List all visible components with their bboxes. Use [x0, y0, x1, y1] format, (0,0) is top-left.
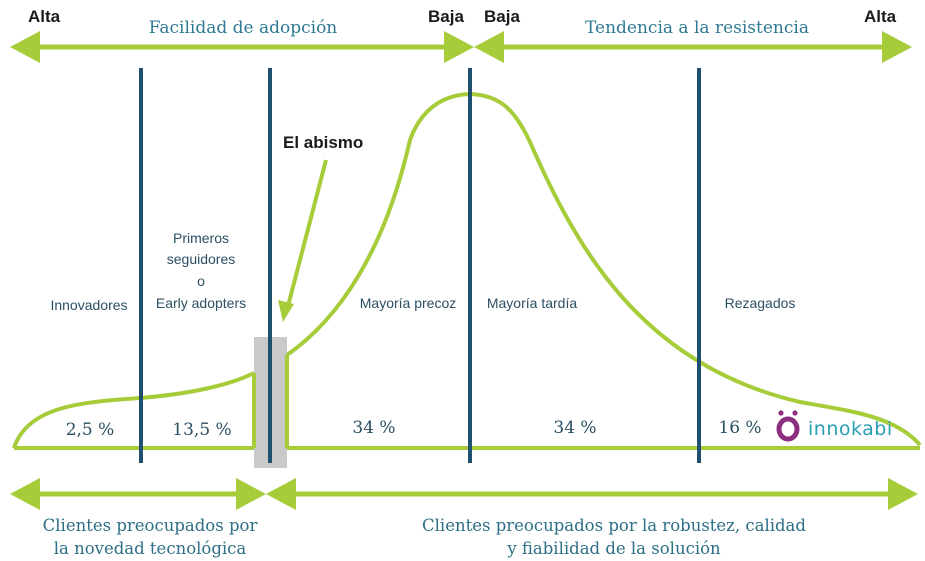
- segment-label-early-adopters-line1: Primeros: [173, 230, 229, 246]
- percent-innovators: 2,5 %: [66, 420, 115, 440]
- segment-label-laggards: Rezagados: [725, 295, 796, 311]
- segment-label-early-adopters-line3: o: [197, 273, 205, 289]
- bottom-left-text-line1: Clientes preocupados por: [43, 516, 258, 535]
- percent-laggards: 16 %: [718, 418, 761, 438]
- segment-label-late-majority: Mayoría tardía: [487, 295, 577, 311]
- bottom-left-arrow: [10, 478, 266, 510]
- bottom-right-text-line2: y fiabilidad de la solución: [506, 539, 721, 558]
- top-right-mid-label: Baja: [484, 7, 520, 26]
- top-left-arrow: [10, 31, 474, 63]
- top-right-end-label: Alta: [864, 7, 897, 26]
- chasm-label: El abismo: [283, 133, 363, 152]
- bottom-right-text-line1: Clientes preocupados por la robustez, ca…: [422, 516, 806, 535]
- segment-label-early-adopters-line4: Early adopters: [156, 295, 246, 311]
- ease-of-adoption-title: Facilidad de adopción: [149, 18, 338, 38]
- percent-late-majority: 34 %: [553, 418, 596, 438]
- top-left-mid-label: Baja: [428, 7, 464, 26]
- segment-label-early-adopters-line2: seguidores: [167, 251, 236, 267]
- percent-early-majority: 34 %: [352, 418, 395, 438]
- adoption-curve-right: [285, 91, 922, 447]
- innokabi-logo: innokabi: [776, 410, 893, 442]
- top-left-end-label: Alta: [28, 7, 61, 26]
- innokabi-logo-text: innokabi: [808, 418, 893, 440]
- bottom-left-text-line2: la novedad tecnológica: [54, 539, 247, 558]
- innokabi-logo-mark: [776, 410, 800, 442]
- chasm-pointer-arrow: [278, 159, 328, 322]
- bottom-right-arrow: [266, 478, 918, 510]
- segment-label-early-majority: Mayoría precoz: [360, 295, 456, 311]
- segment-label-innovators: Innovadores: [50, 297, 127, 313]
- percent-early-adopters: 13,5 %: [172, 420, 231, 440]
- resistance-tendency-title: Tendencia a la resistencia: [585, 18, 809, 38]
- top-right-arrow: [474, 31, 912, 63]
